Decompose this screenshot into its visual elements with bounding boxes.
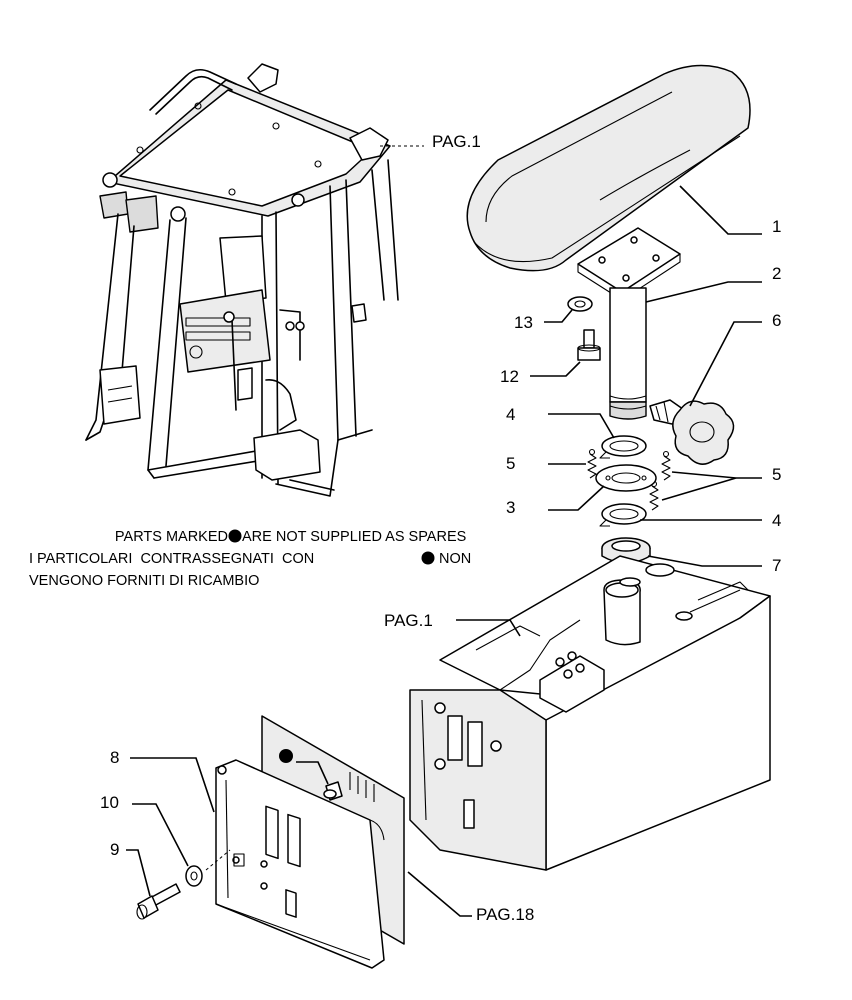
callout-5b: 5 <box>772 465 781 484</box>
leader-8 <box>130 757 215 813</box>
filled-circle-icon <box>228 529 242 543</box>
callout-1: 1 <box>772 217 781 236</box>
leader-9 <box>126 849 151 897</box>
note-line1-prefix: PARTS MARKED <box>115 529 228 545</box>
snap-ring-4-upper <box>599 435 647 459</box>
leader-4a <box>548 413 615 439</box>
callout-4a: 4 <box>506 405 515 424</box>
callout-6: 6 <box>772 311 781 330</box>
support-post <box>577 227 681 420</box>
note-line1-suffix: ARE NOT SUPPLIED AS SPARES <box>242 529 466 545</box>
callout-3: 3 <box>506 498 515 517</box>
leader-3 <box>548 485 605 511</box>
filled-circle-not-supplied-icon <box>279 749 293 763</box>
filled-circle-icon <box>421 551 435 565</box>
spare-parts-note: PARTS MARKED ARE NOT SUPPLIED AS SPARES … <box>29 529 471 589</box>
leader-pag1-mid <box>456 619 521 637</box>
callout-5a: 5 <box>506 454 515 473</box>
washer-13 <box>567 296 593 312</box>
cab-illustration <box>85 63 424 497</box>
not-supplied-pin <box>279 749 343 801</box>
pag1-mid-label: PAG.1 <box>384 611 433 630</box>
leader-6 <box>689 321 762 407</box>
callout-10: 10 <box>100 793 119 812</box>
callout-7: 7 <box>772 556 781 575</box>
armrest-pad <box>466 64 751 272</box>
leader-1 <box>679 185 762 235</box>
indexing-plate-3 <box>595 464 657 492</box>
callout-13: 13 <box>514 313 533 332</box>
side-panel-8 <box>215 759 385 969</box>
leader-12 <box>530 361 581 377</box>
screw-12 <box>577 329 601 361</box>
side-console-housing <box>409 555 771 871</box>
leader-5b <box>661 471 737 501</box>
note-line2-prefix: I PARTICOLARI CONTRASSEGNATI CON <box>29 551 318 567</box>
leader-13 <box>544 309 573 323</box>
note-line2-suffix: NON <box>435 551 471 567</box>
leader-2 <box>645 281 762 303</box>
note-line3: VENGONO FORNITI DI RICAMBIO <box>29 573 259 589</box>
pag1-top-label: PAG.1 <box>432 132 481 151</box>
pag18-label: PAG.18 <box>476 905 534 924</box>
callout-4b: 4 <box>772 511 781 530</box>
callout-8: 8 <box>110 748 119 767</box>
leader-7 <box>647 555 762 567</box>
snap-ring-4-lower <box>599 503 647 527</box>
washer-10 <box>185 849 231 887</box>
leader-pag18 <box>407 871 472 917</box>
callout-2: 2 <box>772 264 781 283</box>
bolt-9 <box>136 883 181 920</box>
callout-9: 9 <box>110 840 119 859</box>
spring-5-right-upper <box>661 450 671 481</box>
spring-5-left <box>587 448 597 479</box>
adjustment-knob-6 <box>649 399 735 465</box>
callout-12: 12 <box>500 367 519 386</box>
leader-10 <box>132 803 189 867</box>
